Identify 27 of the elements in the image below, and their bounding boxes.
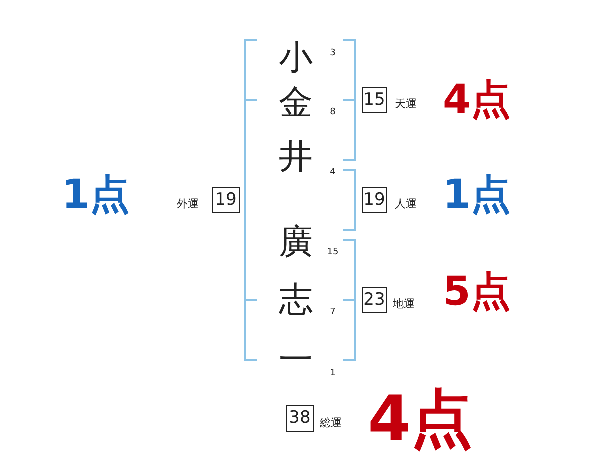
fortune-category-label: 人運 [395, 198, 417, 210]
stroke-count: 7 [330, 308, 336, 318]
name-character: 廣 [279, 225, 313, 259]
name-character: 井 [279, 140, 313, 174]
fortune-category-label: 総運 [320, 418, 342, 428]
stroke-count: 8 [330, 108, 336, 118]
fortune-category-label: 天運 [395, 98, 417, 110]
stroke-count: 15 [327, 248, 339, 258]
number-box: 23 [362, 287, 387, 313]
name-character: 志 [279, 283, 313, 317]
score-text: 4点 [443, 80, 511, 120]
score-text: 1点 [443, 175, 511, 215]
fortune-category-label: 地運 [393, 298, 415, 310]
number-box: 15 [362, 87, 387, 113]
score-text: 5点 [443, 272, 511, 312]
stroke-count: 3 [330, 50, 336, 58]
score-text: 1点 [62, 175, 130, 215]
fortune-category-label: 外運 [177, 198, 199, 210]
score-text: 4点 [368, 388, 474, 450]
number-box: 19 [212, 187, 240, 213]
stroke-count: 1 [330, 370, 336, 378]
name-character: 小 [279, 41, 313, 75]
name-character: 一 [279, 343, 313, 377]
number-box: 38 [286, 405, 314, 432]
name-character: 金 [279, 86, 313, 120]
number-box: 19 [362, 187, 387, 213]
stroke-count: 4 [330, 168, 336, 178]
